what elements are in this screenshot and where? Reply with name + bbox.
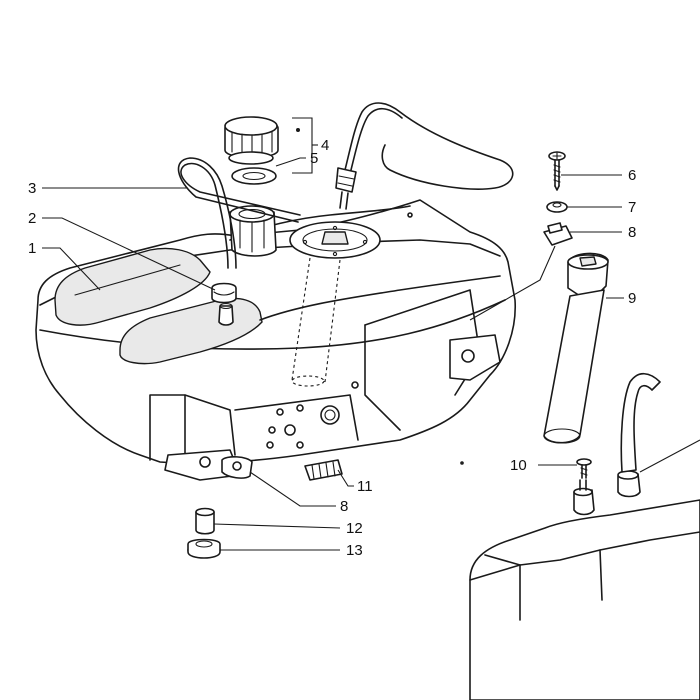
bracket-clip-upper [469, 222, 573, 321]
rubber-grommet [187, 538, 221, 559]
callout-8-upper: 8 [628, 224, 636, 241]
flat-washer [546, 201, 568, 213]
callout-1: 1 [28, 240, 36, 257]
callout-5: 5 [310, 150, 318, 167]
callout-13: 13 [346, 542, 363, 559]
screw [548, 151, 566, 191]
spacer-bushing [195, 507, 215, 535]
filler-cap [224, 116, 279, 165]
cap-gasket [231, 167, 277, 185]
sender-wiring [335, 102, 514, 210]
sender-opening [289, 221, 381, 387]
callout-2: 2 [28, 210, 36, 227]
callout-9: 9 [628, 290, 636, 307]
callout-labels: 1 2 3 4 5 6 7 8 9 10 11 8 12 13 [28, 137, 636, 559]
bleed-screw [576, 458, 592, 479]
breather-tube [177, 157, 301, 269]
fuel-tank [35, 199, 516, 481]
leader-lines [42, 117, 624, 551]
callout-4: 4 [321, 137, 329, 154]
callout-12: 12 [346, 520, 363, 537]
callout-11: 11 [357, 478, 373, 495]
callout-10: 10 [510, 457, 527, 474]
callout-6: 6 [628, 167, 636, 184]
rubber-pad [304, 459, 343, 481]
filler-neck [229, 205, 277, 257]
callout-3: 3 [28, 180, 36, 197]
callout-7: 7 [628, 199, 636, 216]
auxiliary-tank [469, 372, 700, 700]
hose-clamp [211, 282, 237, 326]
bracket-clip-lower [221, 456, 253, 479]
guide-sleeve [543, 252, 609, 444]
callout-8-lower: 8 [340, 498, 348, 515]
